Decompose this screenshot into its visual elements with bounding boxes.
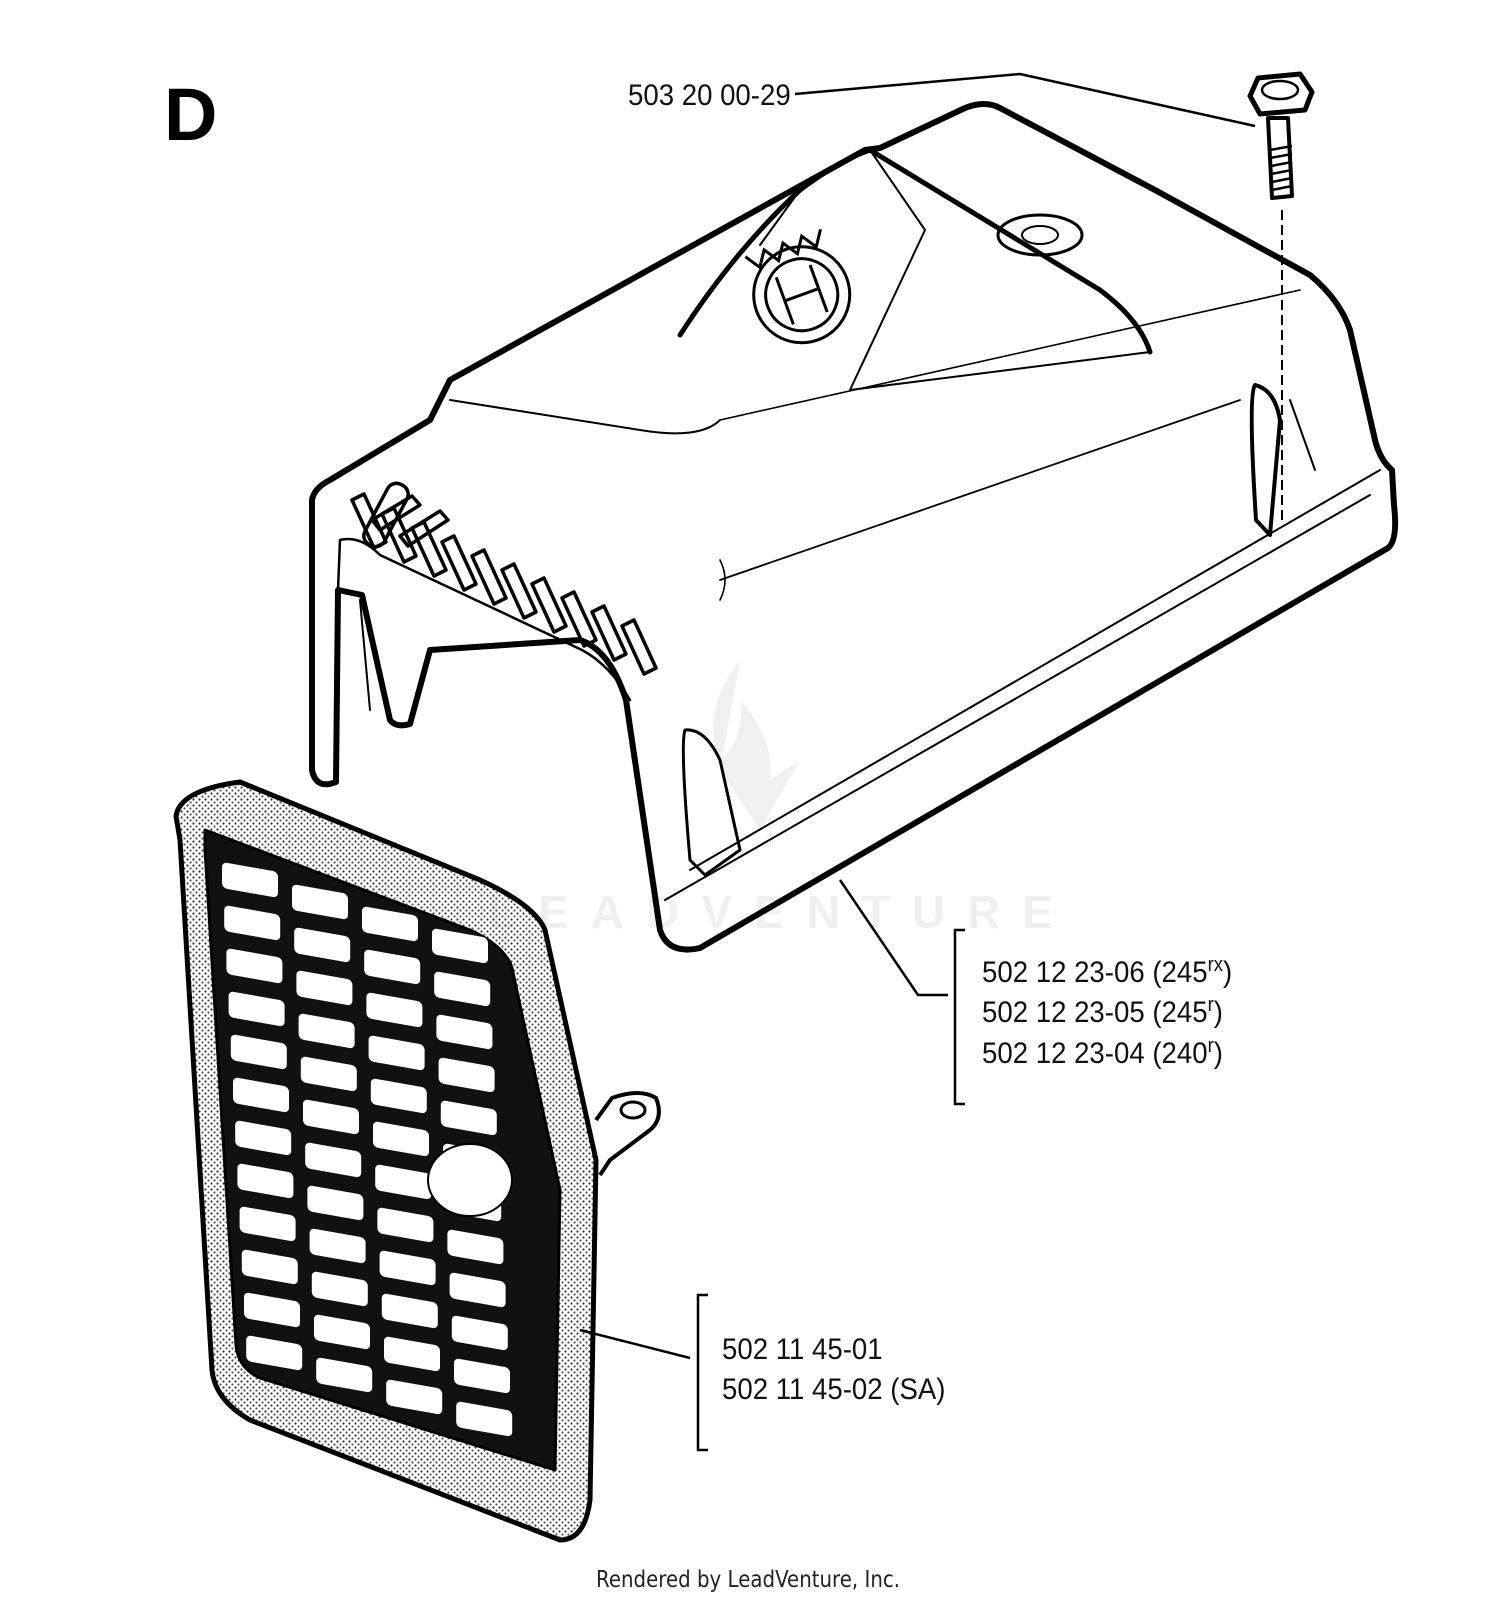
grille-slot (456, 1401, 513, 1437)
cover-part-number: 502 12 23-06 (982, 956, 1145, 989)
grille-slot (447, 1229, 504, 1265)
cover-part-number: 502 12 23-05 (982, 996, 1145, 1029)
cover-part-line-2[interactable]: 502 12 23-05 (245r) (982, 994, 1223, 1029)
cover-model: 240 (1161, 1037, 1208, 1070)
cooling-louver (560, 590, 598, 648)
grille-slot (296, 970, 353, 1006)
grille-slot (436, 1014, 493, 1050)
grille-slot (300, 1056, 357, 1092)
section-letter: D (164, 73, 218, 156)
cover-model: 245 (1161, 996, 1208, 1029)
grille-slot (366, 992, 423, 1028)
grille-leader-line (579, 1328, 691, 1360)
grille-slot (241, 1249, 298, 1285)
grille-slot (438, 1057, 495, 1093)
grille-slot (246, 1335, 303, 1371)
husqvarna-logo-icon (744, 228, 852, 345)
grille-slot (314, 1314, 370, 1350)
grille-slot (454, 1358, 510, 1394)
grille-slot (239, 1206, 296, 1242)
grille-slot (307, 1185, 364, 1221)
cooling-louver (350, 492, 388, 550)
grille-slot (305, 1142, 362, 1178)
cover-model-suffix: rx (1207, 954, 1223, 976)
footer-credit: Rendered by LeadVenture, Inc. (596, 1567, 901, 1593)
grille-slot (316, 1357, 373, 1393)
grille-slot (370, 1078, 427, 1114)
cooling-louver (470, 548, 508, 606)
grille-slot (434, 971, 491, 1007)
grille-slot (294, 927, 351, 963)
leadventure-watermark-icon (713, 660, 800, 830)
grille-slot (432, 928, 488, 964)
grille-slot (233, 1077, 289, 1113)
cover-bracket (953, 928, 965, 1106)
grille-slot (373, 1121, 429, 1157)
cover-part-number: 502 12 23-04 (982, 1037, 1145, 1070)
cooling-louver (590, 604, 628, 662)
grille-slot (298, 1013, 355, 1049)
grille-bracket (696, 1293, 708, 1452)
cover-part-line-3[interactable]: 502 12 23-04 (240r) (982, 1035, 1223, 1070)
cover-part-line-1[interactable]: 502 12 23-06 (245rx) (982, 954, 1233, 989)
grille-slot (379, 1250, 436, 1286)
grille-slot (292, 884, 348, 920)
grille-slot (235, 1120, 292, 1156)
grille-part-line-2[interactable]: 502 11 45-02 (SA) (722, 1373, 946, 1406)
leader-lines (579, 72, 1256, 1452)
grille-slot (222, 862, 278, 898)
cooling-louver (530, 576, 568, 634)
grille-slot (377, 1207, 434, 1243)
screw-icon (1247, 71, 1315, 200)
screw-leader-line (794, 72, 1256, 128)
grille-slot (384, 1336, 440, 1372)
cylinder-cover-icon (309, 101, 1399, 953)
grille-slot (226, 948, 283, 984)
cover-leader-line (838, 879, 948, 997)
grille-slot (303, 1099, 359, 1135)
cooling-louver (440, 534, 478, 592)
cover-model-suffix: r (1207, 994, 1214, 1016)
cooling-louver (410, 520, 448, 578)
grille-slot (386, 1379, 443, 1415)
grille-slot (368, 1035, 425, 1071)
grille-slot (451, 1315, 508, 1351)
grille-slot (381, 1293, 438, 1329)
grille-slot (237, 1163, 294, 1199)
grille-slot (364, 949, 421, 985)
grille-slot (362, 906, 418, 942)
grille-slot (311, 1271, 368, 1307)
cooling-louver (620, 618, 658, 676)
grille-slot (244, 1292, 300, 1328)
grille-slot (224, 905, 281, 941)
cooling-louver (380, 506, 418, 564)
grille-slot (440, 1100, 497, 1136)
air-grille-icon (173, 779, 661, 1543)
cover-model-suffix: r (1207, 1035, 1214, 1057)
cooling-louver (500, 562, 538, 620)
grille-slot (375, 1164, 432, 1200)
cover-model: 245 (1161, 956, 1208, 989)
grille-slot (449, 1272, 506, 1308)
screw-part-number[interactable]: 503 20 00-29 (628, 79, 791, 112)
watermark-text: LEADVENTURE (488, 886, 1076, 938)
grille-slot (230, 1034, 287, 1070)
grille-slot (309, 1228, 366, 1264)
grille-slot (228, 991, 285, 1027)
grille-part-line-1[interactable]: 502 11 45-01 (722, 1333, 883, 1366)
